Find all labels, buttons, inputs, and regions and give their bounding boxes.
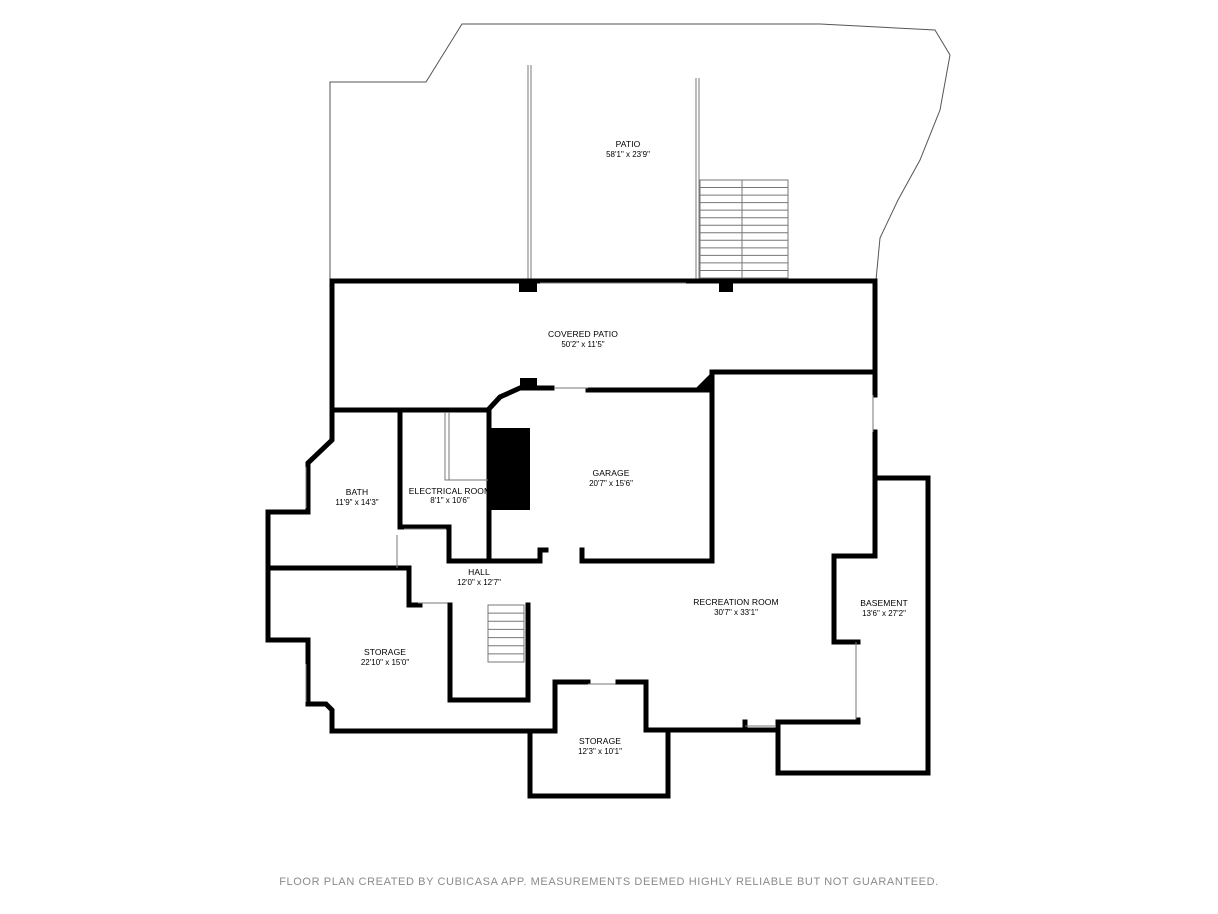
basement-inner-wall (831, 475, 878, 645)
patio-outline (329, 23, 951, 281)
patio-dims: 58'1" x 23'9" (606, 150, 650, 159)
bath-wall (265, 407, 335, 571)
storage-bottom-name: STORAGE (579, 736, 621, 746)
basement-dims: 13'6" x 27'2" (862, 609, 906, 618)
garage-dims: 20'7" x 15'6" (589, 479, 633, 488)
electrical-room-panel (444, 412, 488, 481)
bath-dims: 11'9" x 14'3" (335, 498, 378, 507)
column-mid (520, 378, 537, 390)
garage-bottom-wall-left (486, 407, 549, 564)
basement-name: BASEMENT (860, 598, 908, 608)
patio-stairs (699, 179, 789, 279)
storage-bottom-outer-wall (527, 727, 671, 799)
hall-stairs (487, 604, 525, 663)
basement-wall (775, 475, 931, 776)
hall-dims: 12'0" x 12'7" (457, 578, 501, 587)
storage-left-wall (265, 565, 558, 734)
bath-name: BATH (346, 487, 368, 497)
covered-patio-name: COVERED PATIO (548, 329, 618, 339)
electrical-room-name: ELECTRICAL ROOM (409, 486, 491, 496)
covered-patio-dims: 50'2" x 11'5" (561, 340, 604, 349)
garage-bottom-wall (579, 547, 715, 564)
storage-left-top-wall (397, 565, 423, 608)
main-building-wall (329, 385, 555, 413)
recreation-room-dims: 30'7" x 33'1" (714, 608, 758, 617)
electrical-room-dims: 8'1" x 10'6" (430, 496, 470, 505)
rec-room-wall (709, 369, 878, 398)
garage-name: GARAGE (593, 468, 630, 478)
storage-left-name: STORAGE (364, 647, 406, 657)
recreation-room-name: RECREATION ROOM (693, 597, 778, 607)
storage-bottom-dims: 12'3" x 10'1" (578, 747, 622, 756)
garage-solid-block (488, 428, 530, 510)
hall-name: HALL (468, 567, 490, 577)
patio-column-right (719, 280, 733, 292)
storage-left-dims: 22'10" x 15'0" (361, 658, 409, 667)
storage-bottom-wall-right (615, 679, 745, 733)
footer-disclaimer: FLOOR PLAN CREATED BY CUBICASA APP. MEAS… (279, 876, 939, 888)
corner-fill (692, 372, 714, 392)
patio-name: PATIO (616, 139, 641, 149)
patio-column-left (519, 280, 537, 292)
rec-room-bottom-wall (742, 719, 861, 733)
covered-patio-wall (329, 278, 878, 413)
electrical-room-bottom-wall (397, 524, 492, 564)
hall-stair-wall (447, 602, 531, 703)
